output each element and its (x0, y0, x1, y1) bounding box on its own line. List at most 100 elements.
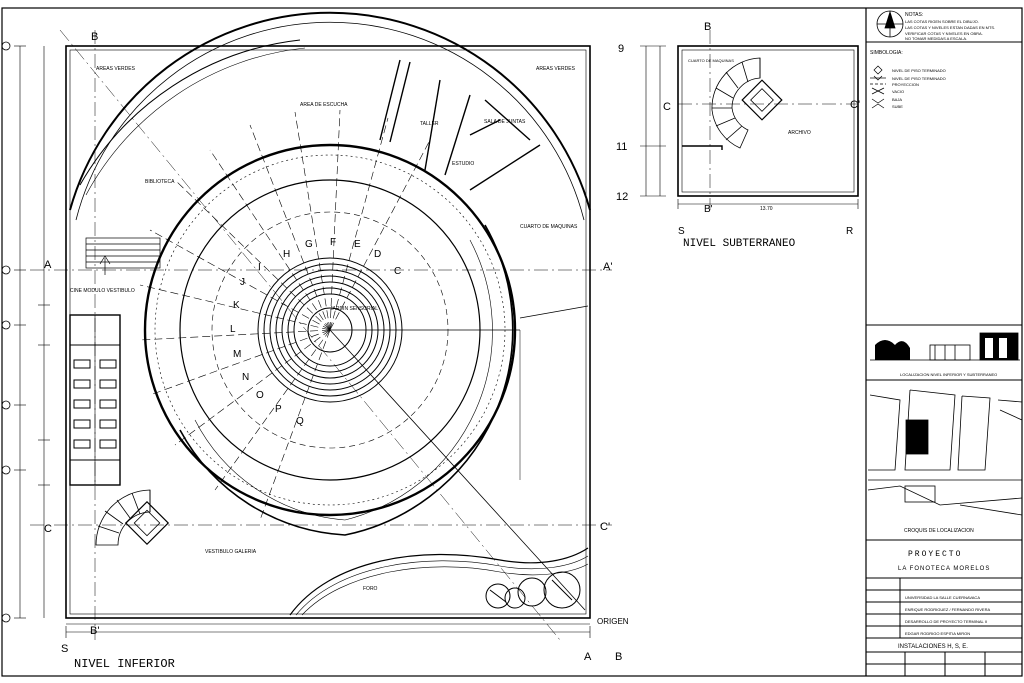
sheet-border (1, 7, 1023, 677)
grid-letter: C (394, 266, 401, 277)
spiral-wall (179, 224, 514, 536)
north-arrow-icon (876, 10, 904, 38)
croquis-label: CROQUIS DE LOCALIZACION (904, 528, 974, 534)
underground-level-plan (640, 30, 859, 210)
lower-axis-labels: B A A' C C' B' S A B ORIGEN (44, 31, 629, 663)
grid-letter: P (275, 404, 282, 415)
lower-room-labels: AREAS VERDES AREAS VERDES AREA DE ESCUCH… (70, 66, 578, 592)
lower-boundary (65, 45, 591, 619)
origin-label: ORIGEN (597, 617, 629, 626)
symbology-item: SUBE (892, 104, 903, 109)
grid-letter: K (233, 300, 240, 311)
room-label: AREAS VERDES (96, 66, 136, 72)
axis-label-b-prime: B' (90, 625, 99, 637)
foro-wave (289, 547, 589, 616)
grid-letter: D (374, 249, 381, 260)
grid-letter: N (242, 372, 249, 383)
symbology-item: NIVEL DE PISO TERMINADO (892, 76, 946, 81)
title-block-text: NOTAS: LAS COTAS RIGEN SOBRE EL DIBUJO. … (870, 12, 997, 650)
axis-label-a-right: A' (603, 261, 612, 273)
row-label-9: 9 (618, 43, 624, 55)
grid-letter: I (258, 262, 261, 273)
axis-label-b-prime-under: B' (704, 204, 713, 215)
lower-plan-title: NIVEL INFERIOR (74, 657, 175, 671)
room-label: AREAS VERDES (536, 66, 576, 72)
grid-letter: L (230, 324, 236, 335)
room-label: ARCHIVO (788, 130, 811, 136)
symbology-item: VACIO (892, 89, 904, 94)
symbology-title: SIMBOLOGIA: (870, 50, 903, 56)
authors: ENRIQUE RODRIGUEZ / FERNANDO RIVERA (905, 607, 990, 612)
row-label-12: 12 (616, 191, 628, 203)
axis-label-c-right: C' (600, 521, 610, 533)
grid-letter: G (305, 239, 313, 250)
room-label: JARDIN SENSORIAL (330, 306, 378, 312)
grid-letter: J (240, 277, 245, 288)
plan-titles: NIVEL INFERIOR NIVEL SUBTERRANEO (74, 238, 796, 671)
symbology-item: PROYECCION (892, 82, 919, 87)
axis-label-b-under: B (704, 21, 711, 33)
grid-letter: M (233, 349, 241, 360)
proyecto-label: PROYECTO (908, 550, 962, 559)
row-label-11: 11 (616, 141, 627, 153)
upper-rooms-walls (379, 59, 541, 191)
dimension-width: 13.70 (760, 206, 773, 212)
lower-spiral-stair (95, 489, 170, 546)
room-label: SALA DE JUNTAS (484, 119, 526, 125)
axis-label-s-under: S (678, 226, 685, 237)
grid-letter: E (354, 239, 361, 250)
room-label: CUARTO DE MAQUINAS (688, 58, 734, 63)
diagonal-axis (329, 329, 586, 611)
symbology-glyphs (870, 65, 886, 109)
location-elevation-sketch (870, 332, 1020, 361)
location-levels-label: LOCALIZACION NIVEL INFERIOR Y SUBTERRANE… (900, 372, 997, 377)
radial-lines (139, 109, 431, 521)
site-location-sketch (867, 389, 1023, 516)
grid-letters: I H G F E D C J K L M N O P Q (230, 237, 401, 427)
underground-boundary (677, 45, 859, 197)
left-service-column (69, 314, 121, 486)
underground-plan-title: NIVEL SUBTERRANEO (683, 238, 796, 250)
axis-label-b-bottom: B (615, 651, 622, 663)
underground-spiral-stair (711, 57, 783, 149)
room-label: VESTIBULO GALERIA (205, 549, 257, 555)
symbology-item: BAJA (892, 97, 902, 102)
sheet-title: INSTALACIONES H, S, E. (898, 644, 968, 650)
note-line: VERIFICAR COTAS Y NIVELES EN OBRA. (905, 31, 983, 36)
axis-label-a-left: A (44, 259, 52, 271)
room-label: ESTUDIO (452, 161, 474, 167)
axis-lines (30, 29, 612, 641)
advisor: EDGAR RODRIGO ESPITIA MIRON (905, 631, 970, 636)
room-label: CUARTO DE MAQUINAS (520, 224, 578, 230)
axis-label-b-top: B (91, 31, 98, 43)
title-block (865, 8, 1023, 676)
lower-level-plan (1, 11, 612, 641)
axis-markers-left (1, 41, 11, 623)
axis-label-s: S (61, 643, 68, 655)
underground-dimensions (640, 45, 859, 209)
axis-label-c-prime-under: C' (850, 99, 860, 111)
bottom-dimension-chain (65, 623, 591, 638)
note-line: LAS COTAS Y NIVELES ESTAN DADAS EN MTS. (905, 25, 995, 30)
grid-letter: O (256, 390, 264, 401)
underground-labels: B C C' S B' R 9 11 12 13.70 CUARTO DE MA… (616, 21, 860, 237)
outer-ramp-arc (79, 39, 301, 186)
room-label: CINE MODULO VESTIBULO (70, 288, 135, 294)
outer-curved-wall (69, 11, 591, 211)
notes-title: NOTAS: (905, 12, 923, 18)
trees (485, 571, 581, 609)
course: DESARROLLO DE PROYECTO TERMINAL II (905, 619, 987, 624)
grid-letter: H (283, 249, 290, 260)
axis-label-r-under: R (846, 226, 853, 237)
note-line: LAS COTAS RIGEN SOBRE EL DIBUJO. (905, 19, 979, 24)
room-label: AREA DE ESCUCHA (300, 102, 348, 108)
symbology-item: NIVEL DE PISO TERMINADO (892, 68, 946, 73)
university: UNIVERSIDAD LA SALLE CUERNAVACA (905, 595, 980, 600)
grid-letter: Q (296, 416, 304, 427)
room-label: FORO (363, 586, 378, 592)
axis-label-c-under: C (663, 101, 671, 113)
proyecto-name: LA FONOTECA MORELOS (898, 566, 990, 572)
left-dimension-chain (14, 45, 50, 619)
note-line: NO TOMAR MEDIDAS A ESCALA. (905, 36, 967, 41)
